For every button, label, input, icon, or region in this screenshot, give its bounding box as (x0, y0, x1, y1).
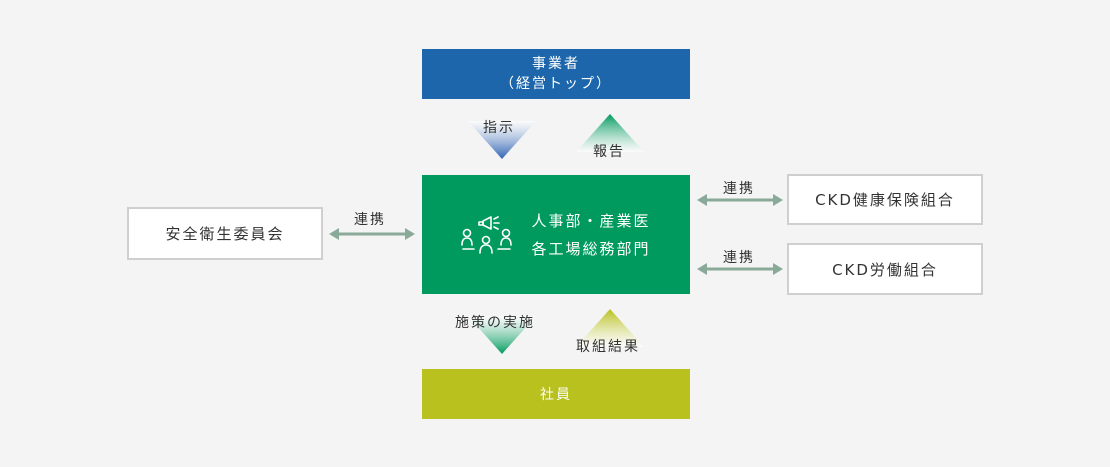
results-label: 取組結果 (576, 339, 640, 355)
right-box-2-label: CKD労働組合 (832, 260, 938, 279)
instruct-arrow (468, 121, 536, 159)
labor-union-box: CKD労働組合 (787, 243, 983, 295)
right-connector-2-arrow (697, 263, 783, 275)
meeting-megaphone-icon (461, 215, 513, 254)
top-box-line2: （経営トップ） (500, 76, 612, 92)
employees-box: 社員 (422, 369, 690, 419)
left-connector-label: 連携 (354, 212, 386, 228)
top-box-line1: 事業者 (532, 56, 580, 72)
right-connector-2-label: 連携 (723, 250, 755, 266)
results-arrow (576, 309, 644, 347)
bottom-box-label: 社員 (540, 387, 572, 403)
right-connector-1-label: 連携 (723, 181, 755, 197)
implement-arrow (468, 316, 536, 354)
top-management-box: 事業者 （経営トップ） (422, 49, 690, 99)
center-box-line2: 各工場総務部門 (531, 239, 651, 258)
center-box-line1: 人事部・産業医 (531, 211, 651, 230)
left-connector-arrow (329, 228, 415, 240)
instruct-label: 指示 (483, 120, 515, 136)
report-arrow (576, 114, 644, 152)
right-box-1-label: CKD健康保険組合 (815, 191, 955, 209)
report-label: 報告 (593, 144, 625, 160)
hr-department-box: 人事部・産業医 各工場総務部門 (422, 175, 690, 294)
health-insurance-box: CKD健康保険組合 (787, 174, 983, 225)
left-box-label: 安全衛生委員会 (165, 225, 285, 243)
safety-committee-box: 安全衛生委員会 (127, 207, 323, 260)
implement-label: 施策の実施 (455, 315, 535, 331)
right-connector-1-arrow (697, 194, 783, 206)
